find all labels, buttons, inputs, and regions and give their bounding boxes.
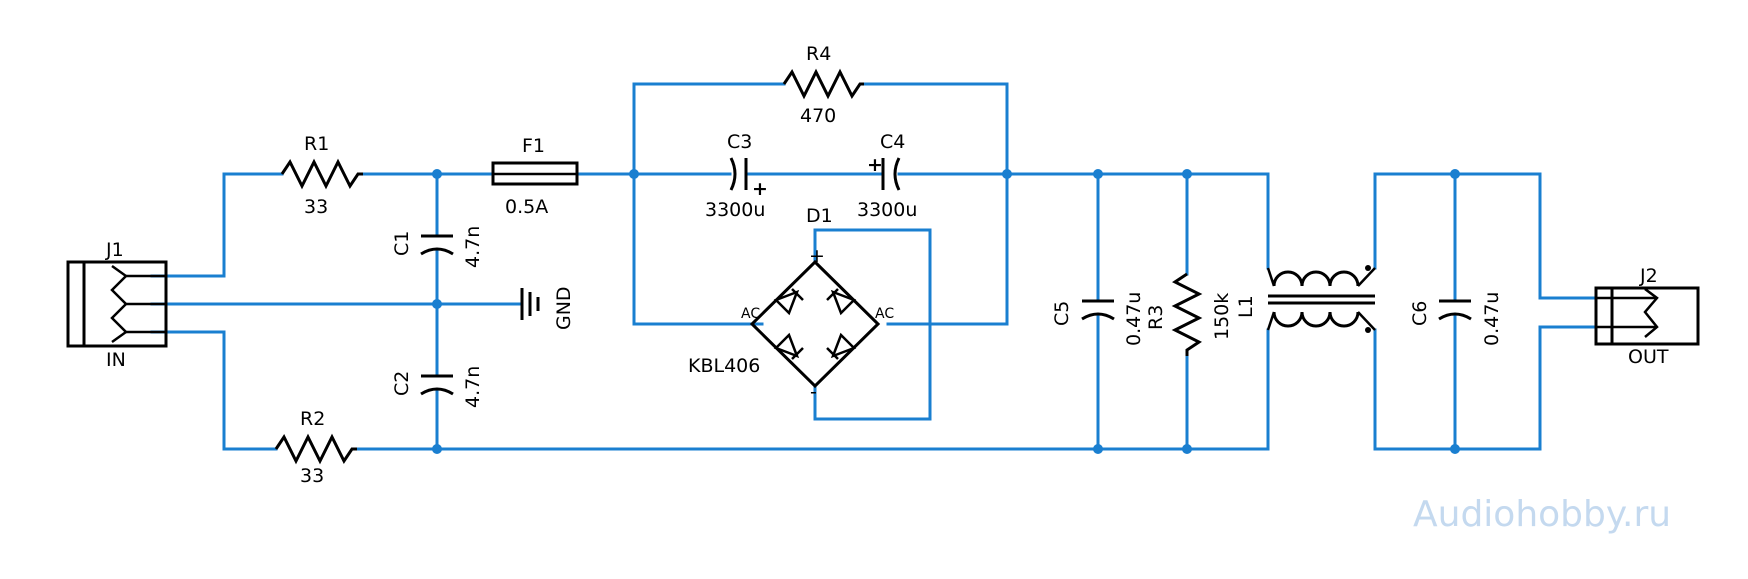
watermark-text: Audiohobby.ru	[1413, 494, 1671, 535]
c6-ref-label: C6	[1409, 301, 1431, 326]
c6-value-label: 0.47u	[1481, 292, 1503, 346]
common-mode-choke-l1: L1	[1235, 265, 1376, 333]
resistor-r4: R4 470	[782, 43, 864, 127]
r1-ref-label: R1	[304, 133, 329, 155]
j2-out-label: OUT	[1628, 346, 1669, 368]
r1-value-label: 33	[304, 196, 328, 218]
c3-polarity-mark: +	[752, 178, 768, 200]
gnd-label: GND	[553, 286, 575, 330]
connector-j1: J1 IN	[66, 239, 168, 371]
d1-ac-left-label: AC	[741, 306, 760, 322]
r3-value-label: 150k	[1211, 293, 1233, 340]
c2-ref-label: C2	[391, 371, 413, 396]
ground-symbol: GND	[520, 286, 575, 330]
resistor-r3: R3 150k	[1145, 272, 1233, 356]
capacitor-c6: C6 0.47u	[1409, 292, 1503, 346]
capacitor-c4: + C4 3300u	[857, 131, 917, 221]
c3-ref-label: C3	[727, 131, 752, 153]
capacitor-c3: + C3 3300u	[705, 131, 768, 221]
r4-value-label: 470	[800, 105, 836, 127]
d1-ref-label: D1	[806, 205, 833, 227]
wires	[150, 82, 1598, 451]
d1-minus-label: -	[810, 381, 817, 403]
capacitor-c1: C1 4.7n	[391, 226, 484, 268]
resistor-r1: R1 33	[280, 133, 363, 218]
c5-value-label: 0.47u	[1123, 292, 1145, 346]
r4-ref-label: R4	[806, 43, 831, 65]
junction-dots	[432, 169, 1460, 454]
d1-ac-right-label: AC	[875, 306, 894, 322]
l1-ref-label: L1	[1235, 295, 1257, 318]
bridge-rectifier-d1: D1 + - AC AC KBL406	[688, 205, 894, 403]
d1-part-label: KBL406	[688, 355, 760, 377]
capacitor-c5: C5 0.47u	[1051, 292, 1145, 346]
d1-plus-label: +	[809, 245, 825, 267]
c4-value-label: 3300u	[857, 199, 917, 221]
j1-ref-label: J1	[105, 239, 124, 261]
f1-ref-label: F1	[522, 135, 545, 157]
r2-value-label: 33	[300, 465, 324, 487]
c4-ref-label: C4	[880, 131, 905, 153]
r3-ref-label: R3	[1145, 305, 1167, 330]
j2-ref-label: J2	[1639, 265, 1658, 287]
c5-ref-label: C5	[1051, 301, 1073, 326]
r2-ref-label: R2	[300, 408, 325, 430]
j1-in-label: IN	[106, 349, 126, 371]
c1-value-label: 4.7n	[462, 226, 484, 268]
fuse-f1: F1 0.5A	[491, 135, 579, 218]
f1-value-label: 0.5A	[505, 196, 548, 218]
c2-value-label: 4.7n	[462, 366, 484, 408]
connector-j2: J2 OUT	[1594, 265, 1700, 368]
capacitor-c2: C2 4.7n	[391, 366, 484, 408]
c3-value-label: 3300u	[705, 199, 765, 221]
c4-polarity-mark: +	[867, 154, 883, 176]
c1-ref-label: C1	[391, 231, 413, 256]
resistor-r2: R2 33	[274, 408, 357, 487]
